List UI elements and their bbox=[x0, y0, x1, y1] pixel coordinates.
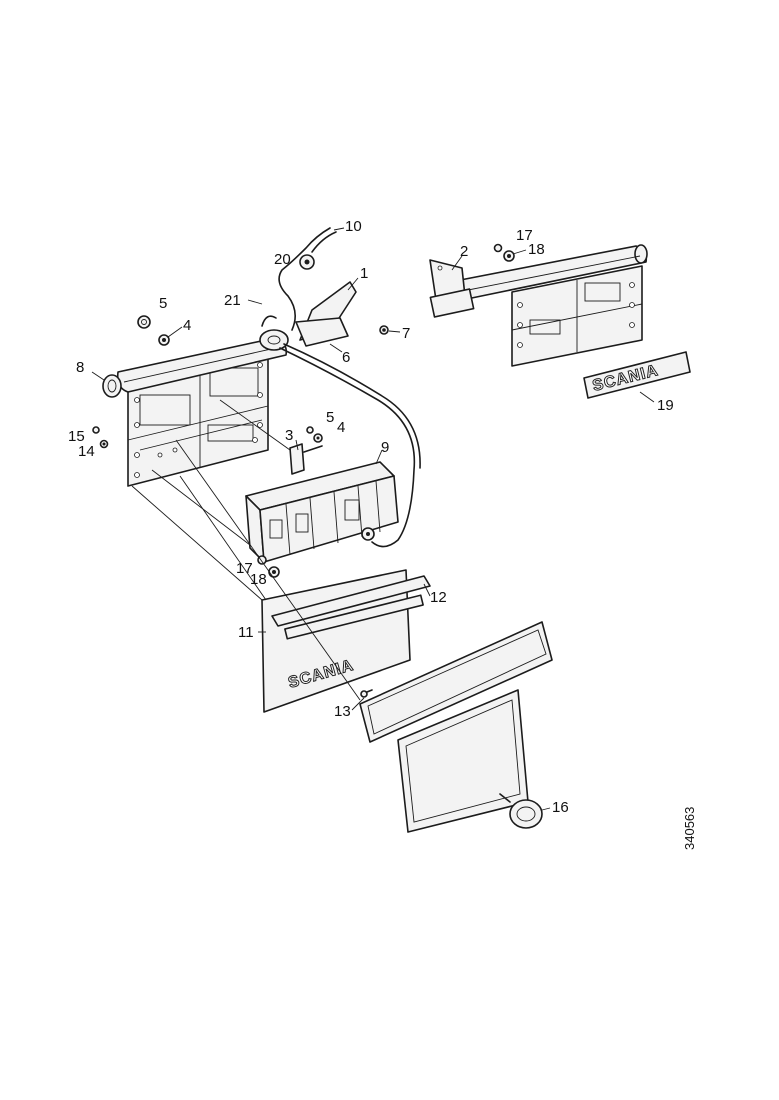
callout-9: 9 bbox=[381, 439, 389, 456]
callout-7: 7 bbox=[402, 325, 410, 342]
callout-11: 11 bbox=[238, 624, 254, 641]
callout-21: 21 bbox=[224, 292, 241, 309]
right-washer-nut bbox=[493, 243, 515, 262]
callout-17b: 17 bbox=[236, 560, 253, 577]
callout-5b: 5 bbox=[326, 409, 334, 426]
callout-4a: 4 bbox=[183, 317, 191, 334]
left-washer-nut-top bbox=[137, 315, 170, 346]
callout-14: 14 bbox=[78, 443, 95, 460]
callout-1: 1 bbox=[360, 265, 368, 282]
document-number: 340563 bbox=[682, 807, 697, 850]
callout-10: 10 bbox=[345, 218, 362, 235]
callout-18b: 18 bbox=[250, 571, 267, 588]
callout-8: 8 bbox=[76, 359, 84, 376]
callout-4b: 4 bbox=[337, 419, 345, 436]
callout-13: 13 bbox=[334, 703, 351, 720]
left-washer-nut-side bbox=[92, 426, 109, 449]
callout-19: 19 bbox=[657, 397, 674, 414]
callout-17a: 17 bbox=[516, 227, 533, 244]
callout-6: 6 bbox=[342, 349, 350, 366]
callout-3: 3 bbox=[285, 427, 293, 444]
callouts: 1 2 3 4 4 5 5 6 7 8 9 10 11 12 13 14 15 … bbox=[68, 218, 674, 816]
plate-frame bbox=[359, 621, 553, 743]
right-bumper-bracket bbox=[429, 244, 648, 367]
lower-washer-nut bbox=[257, 555, 280, 578]
assembly-lines bbox=[131, 399, 361, 701]
callout-15: 15 bbox=[68, 428, 85, 445]
callout-2: 2 bbox=[460, 243, 468, 260]
lamp-holder-bracket bbox=[289, 426, 323, 475]
callout-20: 20 bbox=[274, 251, 291, 268]
brand-plate-right: SCANIA bbox=[583, 351, 691, 399]
lamp-mount-bracket bbox=[259, 281, 389, 351]
callout-5a: 5 bbox=[159, 295, 167, 312]
plate-lamp bbox=[499, 793, 543, 829]
cable-harness bbox=[278, 227, 421, 548]
rear-lamp bbox=[245, 461, 399, 563]
left-bumper-bracket bbox=[102, 337, 288, 487]
callout-12: 12 bbox=[430, 589, 447, 606]
callout-16: 16 bbox=[552, 799, 569, 816]
callout-18a: 18 bbox=[528, 241, 545, 258]
